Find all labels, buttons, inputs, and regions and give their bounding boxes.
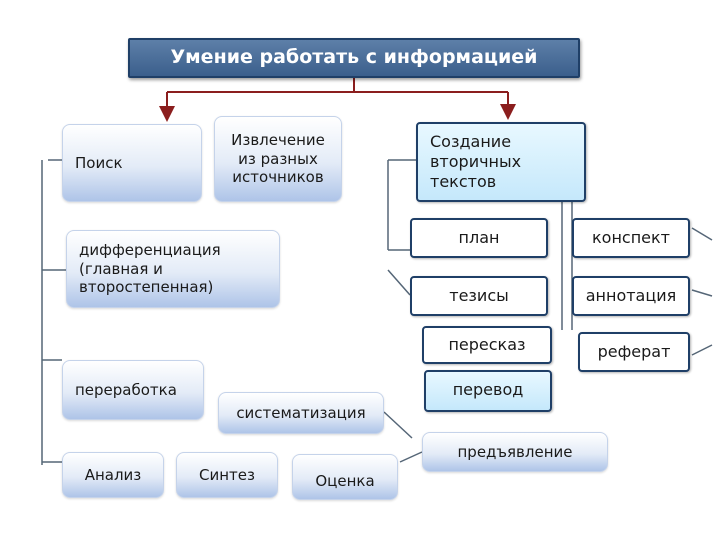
node-pereskaz: пересказ	[422, 326, 552, 364]
title-text: Умение работать с информацией	[170, 46, 538, 69]
node-plan: план	[410, 218, 548, 258]
node-predyavlenie-label: предъявление	[457, 442, 573, 461]
node-poisk: Поиск	[62, 124, 202, 202]
node-annotaciya-label: аннотация	[585, 286, 677, 305]
node-analiz-label: Анализ	[84, 465, 142, 484]
node-ocenka: Оценка	[292, 454, 398, 500]
sozdanie-lines	[561, 202, 573, 330]
node-referat: реферат	[578, 332, 690, 372]
node-annotaciya: аннотация	[572, 276, 690, 316]
node-poisk-label: Поиск	[75, 153, 123, 172]
node-sistematizaciya: систематизация	[218, 392, 384, 434]
node-sintez-label: Синтез	[199, 465, 255, 484]
node-perevod-label: перевод	[452, 380, 524, 399]
node-izvlechenie-label: Извлечение из разных источников	[231, 130, 325, 187]
node-sintez: Синтез	[176, 452, 278, 498]
node-differenciaciya: дифференциация (главная и второстепенная…	[66, 230, 280, 308]
title-connector	[159, 78, 516, 122]
node-predyavlenie: предъявление	[422, 432, 608, 472]
node-pereskaz-label: пересказ	[448, 335, 526, 354]
node-ocenka-label: Оценка	[315, 472, 375, 491]
node-plan-label: план	[458, 228, 500, 247]
node-referat-label: реферат	[597, 342, 671, 361]
node-analiz: Анализ	[62, 452, 164, 498]
node-tezisy: тезисы	[410, 276, 548, 316]
node-sozdanie: Создание вторичных текстов	[416, 122, 586, 202]
node-perevod: перевод	[424, 370, 552, 412]
left-bracket	[41, 159, 66, 465]
node-sozdanie-label: Создание вторичных текстов	[430, 132, 522, 191]
node-izvlechenie: Извлечение из разных источников	[214, 116, 342, 202]
node-sistematizaciya-label: систематизация	[236, 403, 366, 422]
node-pererabotka-label: переработка	[75, 381, 177, 399]
node-konspekt-label: конспект	[592, 228, 670, 247]
lower-connectors	[383, 411, 423, 463]
node-pererabotka: переработка	[62, 360, 204, 420]
node-differenciaciya-label: дифференциация (главная и второстепенная…	[79, 240, 221, 297]
node-konspekt: конспект	[572, 218, 690, 258]
right-edge-ticks	[691, 227, 713, 356]
page-title: Умение работать с информацией	[128, 38, 580, 78]
node-tezisy-label: тезисы	[449, 286, 509, 305]
